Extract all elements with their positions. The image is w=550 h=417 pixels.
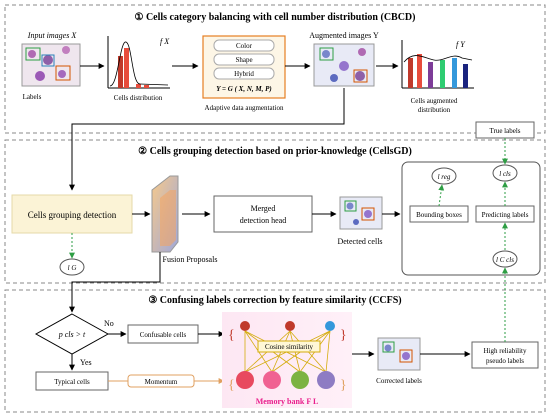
memory-vector-3 bbox=[291, 371, 309, 389]
brace-right-bottom: } bbox=[340, 378, 347, 393]
aug-option-color bbox=[213, 39, 275, 52]
merged-head-line2: detection head bbox=[240, 216, 286, 225]
loss-cls-node bbox=[492, 164, 518, 182]
augmented-images-thumbnail bbox=[313, 43, 375, 87]
section-cellsgd bbox=[4, 139, 546, 284]
brace-left-bottom: { bbox=[228, 378, 235, 393]
loss-cls-label: l cls bbox=[499, 170, 511, 178]
arrow-fusion-to-decision bbox=[69, 252, 161, 313]
loss-g-label: l G bbox=[68, 264, 77, 272]
section-title-cbcd: ① Cells category balancing with cell num… bbox=[134, 12, 415, 23]
augmented-distribution-line1: Cells augmented bbox=[411, 97, 458, 105]
cells-distribution-label: Cells distribution bbox=[114, 94, 163, 102]
loss-reg-node bbox=[431, 167, 457, 185]
loss-panel bbox=[401, 161, 541, 276]
pseudo-labels-line2: pseudo labels bbox=[486, 357, 524, 365]
threshold-condition: p cls > t bbox=[58, 330, 86, 339]
arrow-bbox-to-lreg bbox=[438, 184, 445, 207]
typical-cells-label: Typical cells bbox=[54, 378, 90, 386]
momentum-label: Momentum bbox=[145, 378, 178, 386]
aug-option-hybrid bbox=[213, 67, 275, 80]
brace-left-top: { bbox=[228, 328, 235, 343]
decision-no-label: No bbox=[104, 319, 114, 328]
merged-head-line1: Merged bbox=[251, 204, 276, 213]
loss-cls-corrected-label: l C cls bbox=[496, 256, 514, 264]
corrected-labels-label: Corrected labels bbox=[376, 377, 422, 385]
adaptive-augmentation-label: Adaptive data augmentation bbox=[205, 104, 284, 112]
augmented-distribution-chart bbox=[401, 40, 474, 89]
true-labels-label: True labels bbox=[489, 127, 520, 135]
confusable-cells-label: Confusable cells bbox=[140, 331, 187, 339]
feature-node-1 bbox=[240, 321, 250, 331]
loss-cls-corrected-node bbox=[492, 250, 518, 268]
aug-formula: Y = G ( X, N, M, P) bbox=[216, 85, 271, 93]
section-title-ccfs: ③ Confusing labels correction by feature… bbox=[148, 295, 401, 306]
loss-reg-label: l reg bbox=[438, 173, 451, 181]
merged-detection-head-box bbox=[213, 195, 313, 233]
cosine-similarity-label: Cosine similarity bbox=[265, 343, 314, 351]
pseudo-labels-box bbox=[471, 341, 539, 369]
momentum-box bbox=[127, 374, 195, 388]
detected-cells-thumbnail bbox=[339, 196, 383, 230]
arrow-augmented-to-grouping bbox=[69, 88, 345, 191]
aug-option-shape bbox=[213, 53, 275, 66]
memory-bank-label: Memory bank F L bbox=[256, 397, 319, 406]
augmented-images-label: Augmented images Y bbox=[309, 31, 379, 40]
input-images-label: Input images X bbox=[27, 31, 78, 40]
section-cbcd bbox=[4, 4, 546, 134]
predicting-labels-label: Predicting labels bbox=[482, 211, 529, 219]
section-ccfs bbox=[4, 289, 546, 413]
pseudo-labels-line1: High reliability bbox=[484, 347, 527, 355]
aug-option-shape-text: Shape bbox=[235, 56, 252, 64]
cosine-similarity-box bbox=[257, 340, 321, 353]
aug-option-color-text: Color bbox=[236, 42, 253, 50]
feature-node-3 bbox=[325, 321, 335, 331]
labels-label: Labels bbox=[23, 93, 42, 101]
memory-vector-4 bbox=[317, 371, 335, 389]
corrected-labels-thumbnail bbox=[377, 337, 421, 371]
fusion-proposals-stack bbox=[151, 175, 179, 253]
memory-vector-1 bbox=[236, 371, 254, 389]
fusion-proposals-label: Fusion Proposals bbox=[163, 255, 218, 264]
grouping-detection-label: Cells grouping detection bbox=[28, 210, 117, 220]
input-images-thumbnail bbox=[21, 43, 81, 87]
loss-g-node bbox=[59, 258, 85, 276]
detected-cells-label: Detected cells bbox=[337, 237, 382, 246]
fy-label: f Y bbox=[456, 40, 466, 49]
section-title-cellsgd: ② Cells grouping detection based on prio… bbox=[138, 146, 412, 157]
cells-distribution-chart bbox=[107, 36, 170, 89]
bounding-boxes-label: Bounding boxes bbox=[416, 211, 462, 219]
fx-label: f X bbox=[160, 37, 170, 46]
augmented-distribution-line2: distribution bbox=[418, 106, 451, 114]
decision-yes-label: Yes bbox=[80, 358, 92, 367]
memory-vector-2 bbox=[263, 371, 281, 389]
feature-node-2 bbox=[285, 321, 295, 331]
aug-option-hybrid-text: Hybrid bbox=[234, 70, 254, 78]
brace-right-top: } bbox=[340, 328, 347, 343]
